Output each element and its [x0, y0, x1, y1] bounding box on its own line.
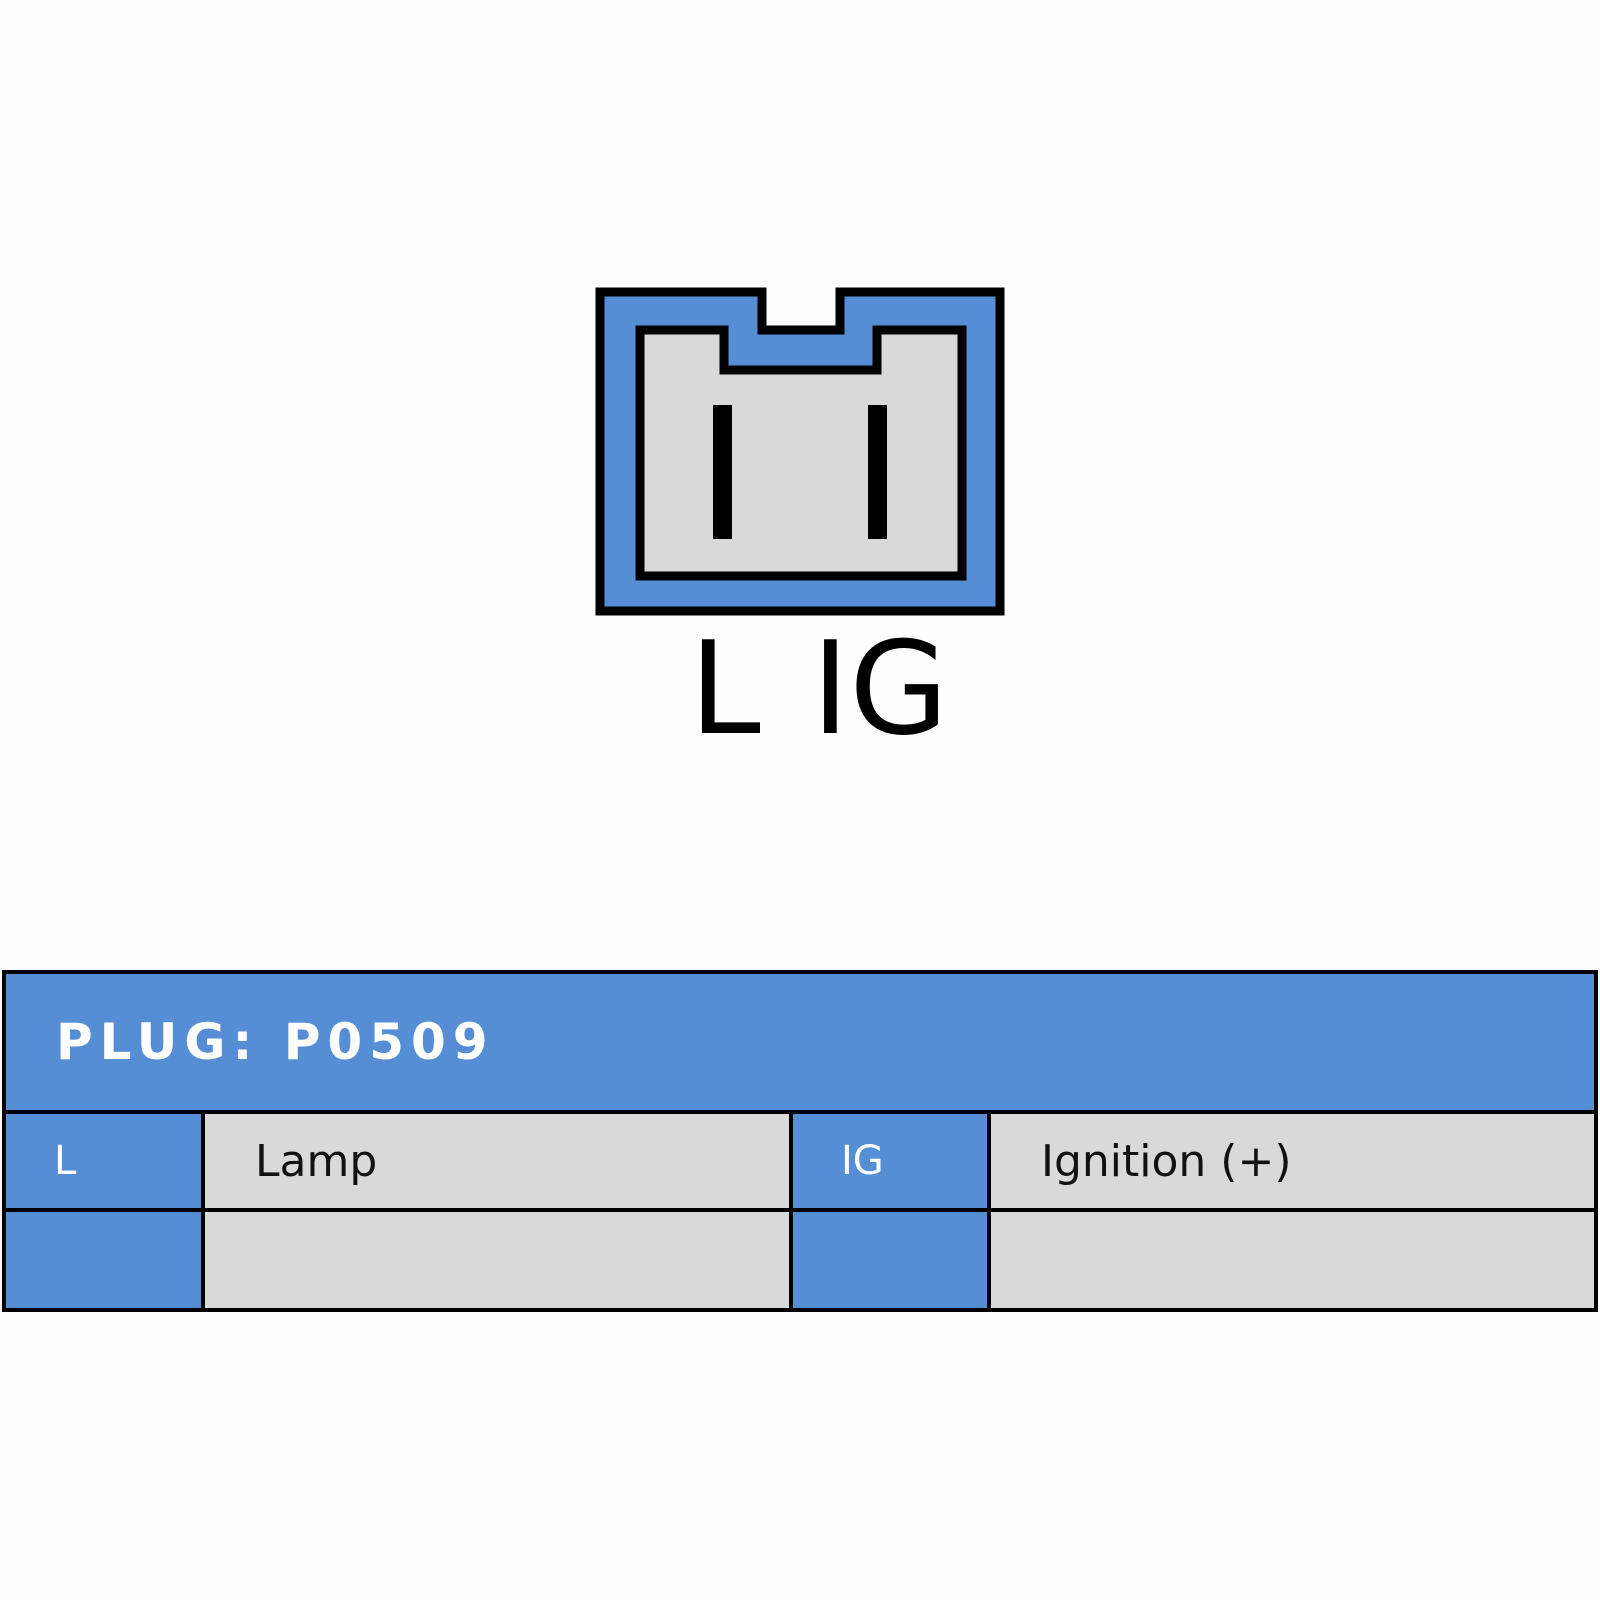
pin-description: Lamp: [255, 1135, 378, 1187]
pin-description-cell: Ignition (+): [991, 1114, 1594, 1208]
pin-code-cell: L: [6, 1114, 201, 1208]
pinout-table: PLUG: P0509 L Lamp IG Ignition (+): [2, 970, 1598, 1312]
pin-description-cell: [205, 1212, 789, 1308]
table-header: PLUG: P0509: [6, 974, 1594, 1110]
pin-code-cell: [793, 1212, 987, 1308]
terminal-ig: [868, 405, 887, 539]
pin-description-cell: Lamp: [205, 1114, 789, 1208]
plug-title: PLUG: P0509: [56, 1013, 495, 1071]
terminal-l: [713, 405, 732, 539]
pin-code: L: [54, 1138, 77, 1184]
connector-face: [635, 325, 967, 581]
pin-code-cell: IG: [793, 1114, 987, 1208]
pin-description-cell: [991, 1212, 1594, 1308]
pin-label-ig: IG: [812, 615, 949, 764]
pin-description: Ignition (+): [1041, 1135, 1292, 1187]
pin-code: IG: [841, 1138, 884, 1184]
pin-code-cell: [6, 1212, 201, 1308]
pin-label-l: L: [689, 615, 760, 764]
